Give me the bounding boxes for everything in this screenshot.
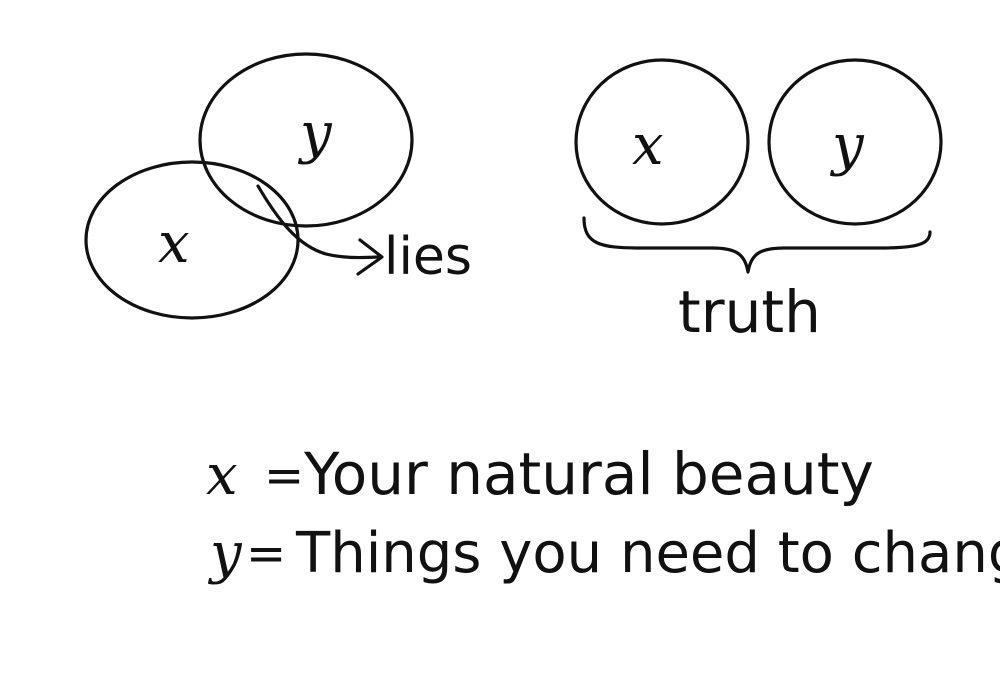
left-circle-x-label: x	[158, 211, 190, 276]
right-circle-y-label: y	[829, 113, 865, 178]
legend-line1-variable: x	[206, 443, 238, 508]
left-circle-x	[84, 160, 300, 320]
left-overlap-diagram: x y lies	[84, 52, 472, 320]
legend: x = Your natural beauty y = Things you n…	[206, 440, 1000, 586]
legend-line2-text: Things you need to change	[295, 521, 1000, 586]
left-circle-y	[198, 52, 414, 228]
truth-brace	[582, 216, 932, 274]
lies-arrow-head	[356, 238, 384, 276]
left-circle-y-label: y	[297, 101, 333, 166]
legend-line2-equals: =	[246, 526, 286, 582]
right-circle-x-label: x	[632, 113, 664, 178]
lies-label: lies	[384, 227, 472, 287]
legend-line2-variable: y	[207, 521, 243, 586]
truth-label: truth	[678, 278, 821, 346]
legend-line1-equals: =	[264, 448, 304, 504]
legend-line1-text: Your natural beauty	[303, 440, 874, 508]
lies-arrow-shaft	[256, 184, 380, 260]
right-separate-diagram: x y truth	[574, 58, 943, 346]
right-circle-y	[767, 58, 943, 226]
right-circle-x	[574, 58, 750, 226]
